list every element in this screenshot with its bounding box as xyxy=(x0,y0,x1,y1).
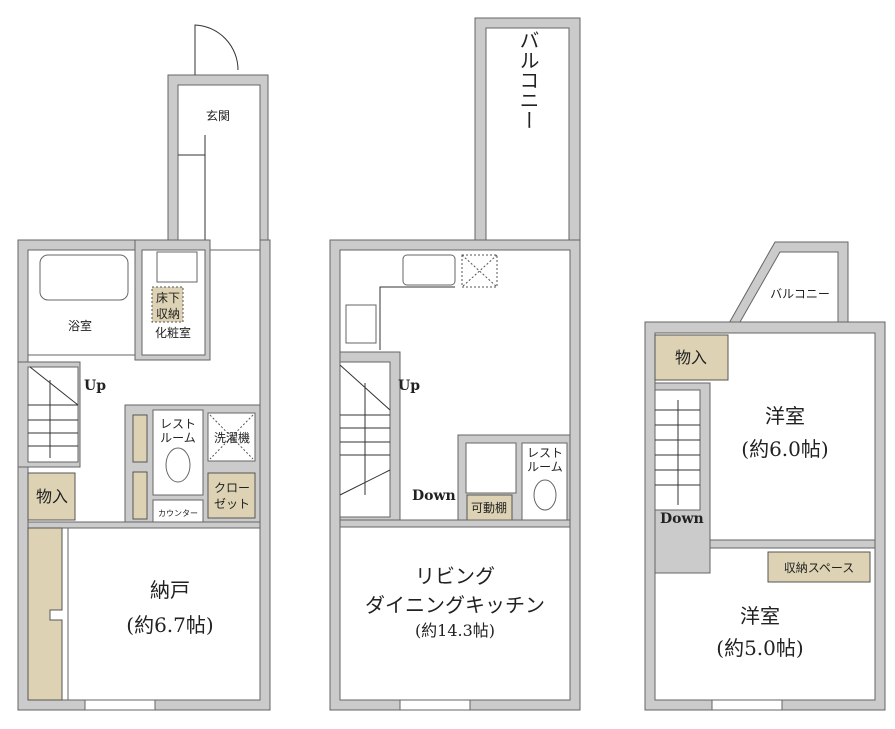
storage-space xyxy=(767,551,871,583)
storeroom xyxy=(67,527,261,701)
closet-label: ゼット xyxy=(214,497,250,511)
balcony-label: バルコニー xyxy=(516,30,540,130)
counter xyxy=(152,499,204,526)
western-room-1-label: 洋室 xyxy=(765,404,805,428)
restroom-label: レスト xyxy=(527,446,563,460)
balcony-label-text: バルコニー xyxy=(516,30,540,130)
western-room-2-size: (約5.0帖) xyxy=(716,636,803,660)
floor-1: 床下 収納 玄関 浴室 化粧室 Up レスト ルーム 洗濯機 クロー ゼット カ… xyxy=(17,24,271,711)
toilet-icon xyxy=(533,479,557,511)
sink xyxy=(156,251,198,283)
stairs-floor-1 xyxy=(27,366,79,463)
floor-2: バルコニー Up Down 可動棚 レスト ルーム リビング ダイニングキッチン… xyxy=(329,17,581,711)
western-room-1-size: (約6.0帖) xyxy=(741,437,828,461)
powder-room-label: 化粧室 xyxy=(155,325,191,340)
shelf xyxy=(132,414,148,463)
stove xyxy=(345,304,377,344)
storage-label: 物入 xyxy=(675,348,707,367)
ldk-label: リビング xyxy=(415,564,495,588)
western-room-2-label: 洋室 xyxy=(740,604,780,628)
kitchen-sink xyxy=(402,254,456,286)
window xyxy=(84,699,156,711)
toilet-icon xyxy=(165,447,191,483)
bathroom-label: 浴室 xyxy=(68,318,92,333)
storage-label: 物入 xyxy=(36,487,68,506)
stairs-up-label: Up xyxy=(398,378,420,394)
counter-label: カウンター xyxy=(158,509,198,518)
restroom-label: ルーム xyxy=(527,460,563,474)
underfloor-storage-label: 収納 xyxy=(156,307,180,321)
stairs-up-label: Up xyxy=(84,378,106,394)
stairs-down-label: Down xyxy=(660,511,704,527)
storeroom-label: 納戸 xyxy=(150,578,190,602)
storage xyxy=(654,334,729,381)
storage xyxy=(27,472,76,521)
ldk-label: ダイニングキッチン xyxy=(365,593,545,617)
entrance-door xyxy=(194,24,239,75)
closet xyxy=(207,472,256,519)
movable-shelf xyxy=(466,494,513,521)
underfloor-storage xyxy=(151,286,184,323)
window xyxy=(399,699,471,711)
storeroom-size: (約6.7帖) xyxy=(126,613,213,637)
window xyxy=(711,699,783,711)
storage-strip xyxy=(27,527,63,701)
closet-label: クロー xyxy=(214,481,250,495)
floor-3: バルコニー 物入 Down 洋室 (約6.0帖) 収納スペース 洋室 (約5.0… xyxy=(644,241,886,711)
ldk-size: (約14.3帖) xyxy=(415,621,495,640)
restroom-label: ルーム xyxy=(160,431,196,445)
stairs-down-label: Down xyxy=(412,488,456,504)
washing-machine-label: 洗濯機 xyxy=(214,430,250,445)
entrance-hall xyxy=(177,84,261,251)
restroom-label: レスト xyxy=(160,417,196,431)
shelf xyxy=(132,471,148,520)
movable-shelf-label: 可動棚 xyxy=(471,500,507,515)
bathtub xyxy=(39,254,129,301)
storage-space-label: 収納スペース xyxy=(784,561,855,575)
entrance-label: 玄関 xyxy=(206,108,230,123)
balcony-label: バルコニー xyxy=(770,287,830,301)
underfloor-storage-label: 床下 xyxy=(156,291,180,305)
